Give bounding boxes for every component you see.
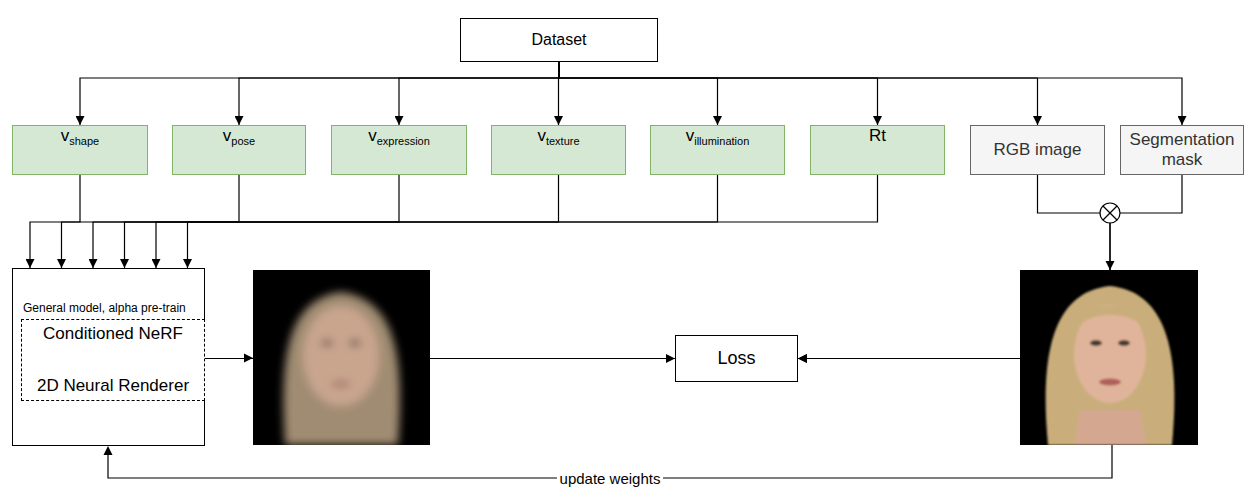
arrow-head: [1106, 261, 1115, 270]
rendered-face: [253, 270, 430, 445]
parameter-box: villumination: [650, 125, 785, 175]
parameter-box: vtexture: [491, 125, 626, 175]
model-box: General model, alpha pre-trainConditione…: [12, 268, 205, 446]
box-label: Dataset: [531, 31, 586, 49]
subscript: illumination: [694, 135, 749, 147]
box-label: v: [61, 126, 70, 146]
connector: [239, 62, 559, 125]
box-label: Loss: [717, 348, 755, 369]
parameter-box: Rt: [810, 125, 945, 175]
dataset-box: Dataset: [460, 18, 658, 62]
connector: [399, 62, 559, 125]
box-label: v: [686, 126, 695, 146]
box-label: Conditioned NeRF: [43, 324, 183, 344]
box-heading: General model, alpha pre-train: [23, 301, 186, 315]
input-box: Segmentation mask: [1120, 125, 1244, 175]
masked-photo-face: [1020, 270, 1198, 445]
wire-label: update weights: [557, 470, 664, 487]
box-label: v: [223, 126, 232, 146]
box-label: v: [368, 126, 377, 146]
parameter-box: vexpression: [331, 125, 467, 175]
connector: [559, 62, 1182, 125]
connector: [80, 62, 559, 125]
subscript: shape: [69, 135, 99, 147]
connector: [188, 175, 878, 268]
box-label: 2D Neural Renderer: [37, 376, 189, 396]
multiply-symbol: [1100, 203, 1120, 223]
input-box: RGB image: [970, 125, 1105, 175]
arrow-head: [104, 446, 113, 455]
parameter-box: vpose: [172, 125, 306, 175]
box-label: v: [537, 126, 546, 146]
module-group: Conditioned NeRF 2D Neural Renderer: [21, 319, 205, 401]
arrow-head: [244, 354, 253, 363]
box-label: RGB image: [994, 140, 1082, 160]
subscript: pose: [231, 135, 255, 147]
box-label: Segmentation mask: [1121, 130, 1243, 171]
connector: [559, 62, 718, 125]
box-label: Rt: [869, 126, 886, 146]
loss-box: Loss: [675, 335, 798, 382]
parameter-box: vshape: [12, 125, 148, 175]
connector: [559, 62, 878, 125]
subscript: expression: [377, 135, 430, 147]
subscript: texture: [546, 135, 580, 147]
connector: [559, 62, 1038, 125]
